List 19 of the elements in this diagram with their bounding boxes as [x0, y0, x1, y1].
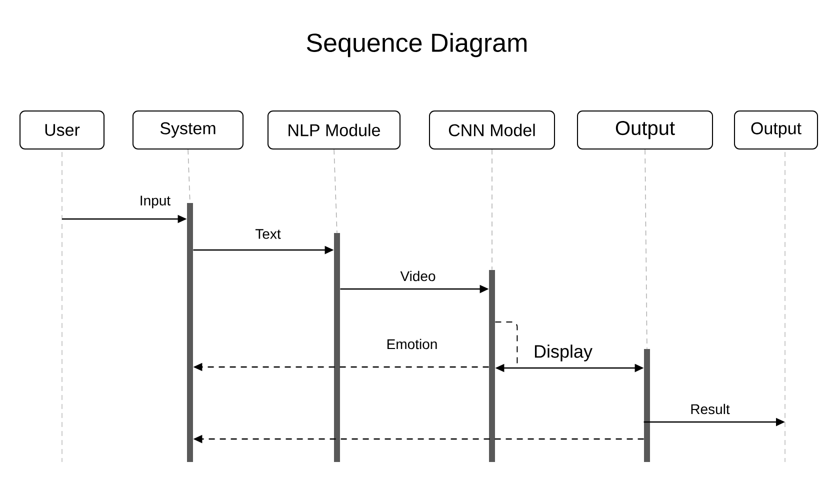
edge-label: Video	[399, 270, 437, 282]
lifeline-box: Output	[734, 110, 818, 150]
lifeline	[644, 149, 648, 350]
edge-label: Text	[254, 228, 282, 240]
activation-bar	[334, 233, 340, 462]
edge-label: Result	[689, 402, 731, 416]
edge-label: Emotion	[385, 338, 439, 350]
lifeline-box: CNN Model	[429, 110, 555, 150]
edge-label: Input	[138, 194, 172, 210]
lifeline	[334, 149, 338, 234]
activation-bar	[489, 270, 495, 462]
activation-bar	[187, 203, 193, 462]
lifeline-box: System	[132, 110, 244, 150]
title: Sequence Diagram	[306, 32, 527, 58]
lifeline-box: NLP Module	[268, 110, 400, 150]
lifeline-box: Output	[577, 110, 713, 150]
edge-label: Display	[532, 344, 594, 362]
lifeline-box: User	[20, 110, 104, 150]
activation-bar	[644, 349, 650, 462]
